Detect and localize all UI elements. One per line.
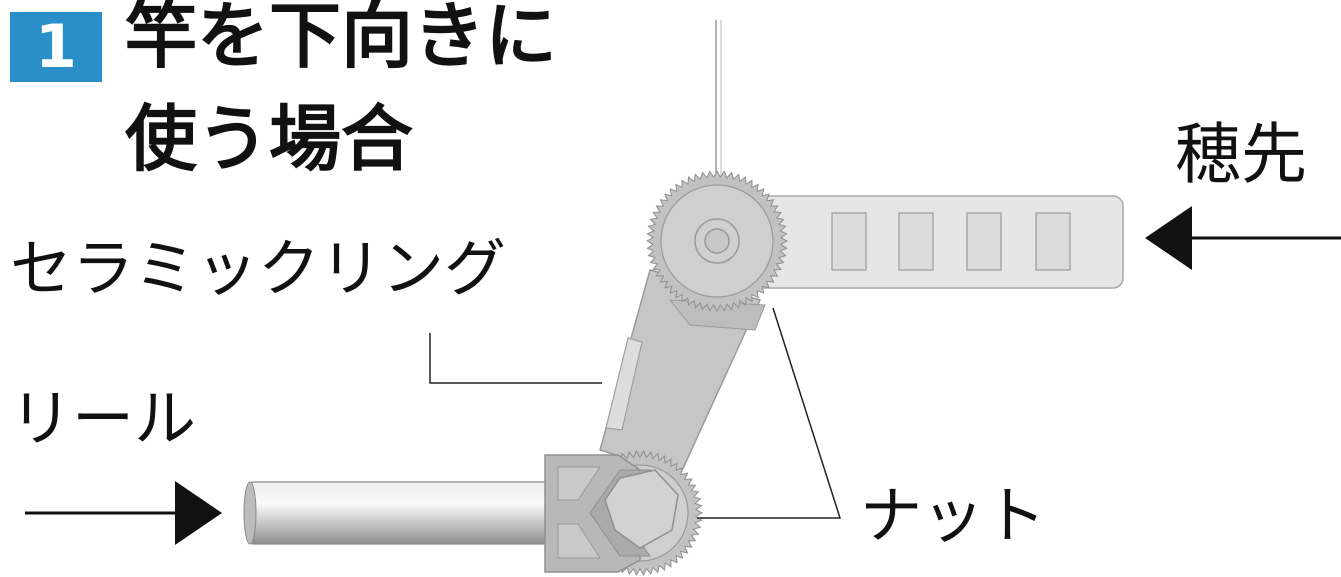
step-number-badge: 1: [10, 12, 102, 82]
tip-bracket: [744, 195, 1124, 289]
rod-pipe: [243, 481, 561, 545]
arm: [599, 269, 766, 476]
nut-label: ナット: [860, 479, 1047, 552]
ceramic-ring-leader: [429, 333, 602, 384]
hex-nut: [604, 469, 679, 549]
nut-leader: [697, 307, 842, 519]
title-line-1: 竿を下向きに: [125, 0, 558, 78]
ceramic-ring-label: セラミックリング: [10, 232, 507, 305]
title-line-2: 使う場合: [125, 97, 414, 181]
tip-arrow: [1145, 206, 1341, 270]
reel-arrow: [25, 481, 222, 545]
tip-label: 穂先: [1175, 116, 1307, 193]
reel-label: リール: [10, 382, 197, 455]
